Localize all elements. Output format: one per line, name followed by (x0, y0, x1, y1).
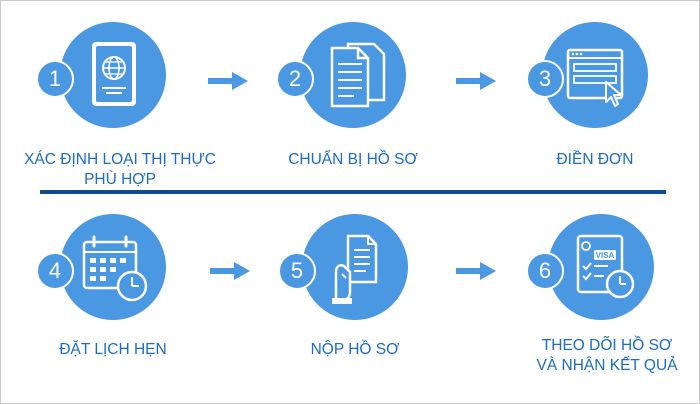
step-6-label: THEO DÕI HỒ SƠ VÀ NHẬN KẾT QUẢ (522, 336, 692, 376)
step-5-number: 5 (278, 252, 316, 290)
step-2-number: 2 (276, 60, 314, 98)
step-2-label: CHUẨN BỊ HỒ SƠ (253, 150, 453, 170)
step-2-label-line1: CHUẨN BỊ HỒ SƠ (288, 151, 418, 168)
step-2-circle (300, 22, 406, 128)
step-3-label: ĐIỀN ĐƠN (535, 150, 655, 170)
step-5-circle (302, 214, 408, 320)
calendar-clock-icon (82, 235, 148, 302)
step-1-label-line2: PHÙ HỢP (84, 171, 156, 188)
step-1-circle (60, 22, 166, 128)
step-6-label-line1: THEO DÕI HỒ SƠ (541, 337, 673, 354)
arrow-right-icon (210, 262, 250, 280)
step-5-label-line1: NỘP HỒ SƠ (310, 341, 400, 358)
step-3-number: 3 (526, 60, 564, 98)
step-3-circle (542, 22, 648, 128)
step-4-circle (60, 214, 166, 320)
step-6-number: 6 (526, 252, 564, 290)
step-6-label-line2: VÀ NHẬN KẾT QUẢ (536, 357, 678, 374)
arrow-right-icon (456, 262, 496, 280)
step-1-label: XÁC ĐỊNH LOẠI THỊ THỰC PHÙ HỢP (0, 150, 240, 190)
step-6-circle: VISA (548, 214, 654, 320)
step-1-number: 1 (36, 60, 74, 98)
passport-icon (92, 42, 136, 106)
step-5-label: NỘP HỒ SƠ (290, 340, 420, 360)
hand-document-icon (332, 234, 378, 304)
step-4-number: 4 (36, 252, 74, 290)
documents-icon (330, 42, 386, 108)
step-3-label-line1: ĐIỀN ĐƠN (556, 151, 634, 168)
step-4-label: ĐẶT LỊCH HẸN (43, 340, 183, 360)
step-4-label-line1: ĐẶT LỊCH HẸN (59, 341, 167, 358)
web-form-icon (566, 48, 624, 107)
section-divider (40, 190, 666, 194)
arrow-right-icon (208, 72, 248, 90)
step-1-label-line1: XÁC ĐỊNH LOẠI THỊ THỰC (24, 151, 216, 168)
visa-badge-text: VISA (596, 251, 615, 260)
visa-clock-icon: VISA (576, 234, 635, 299)
arrow-right-icon (456, 72, 496, 90)
